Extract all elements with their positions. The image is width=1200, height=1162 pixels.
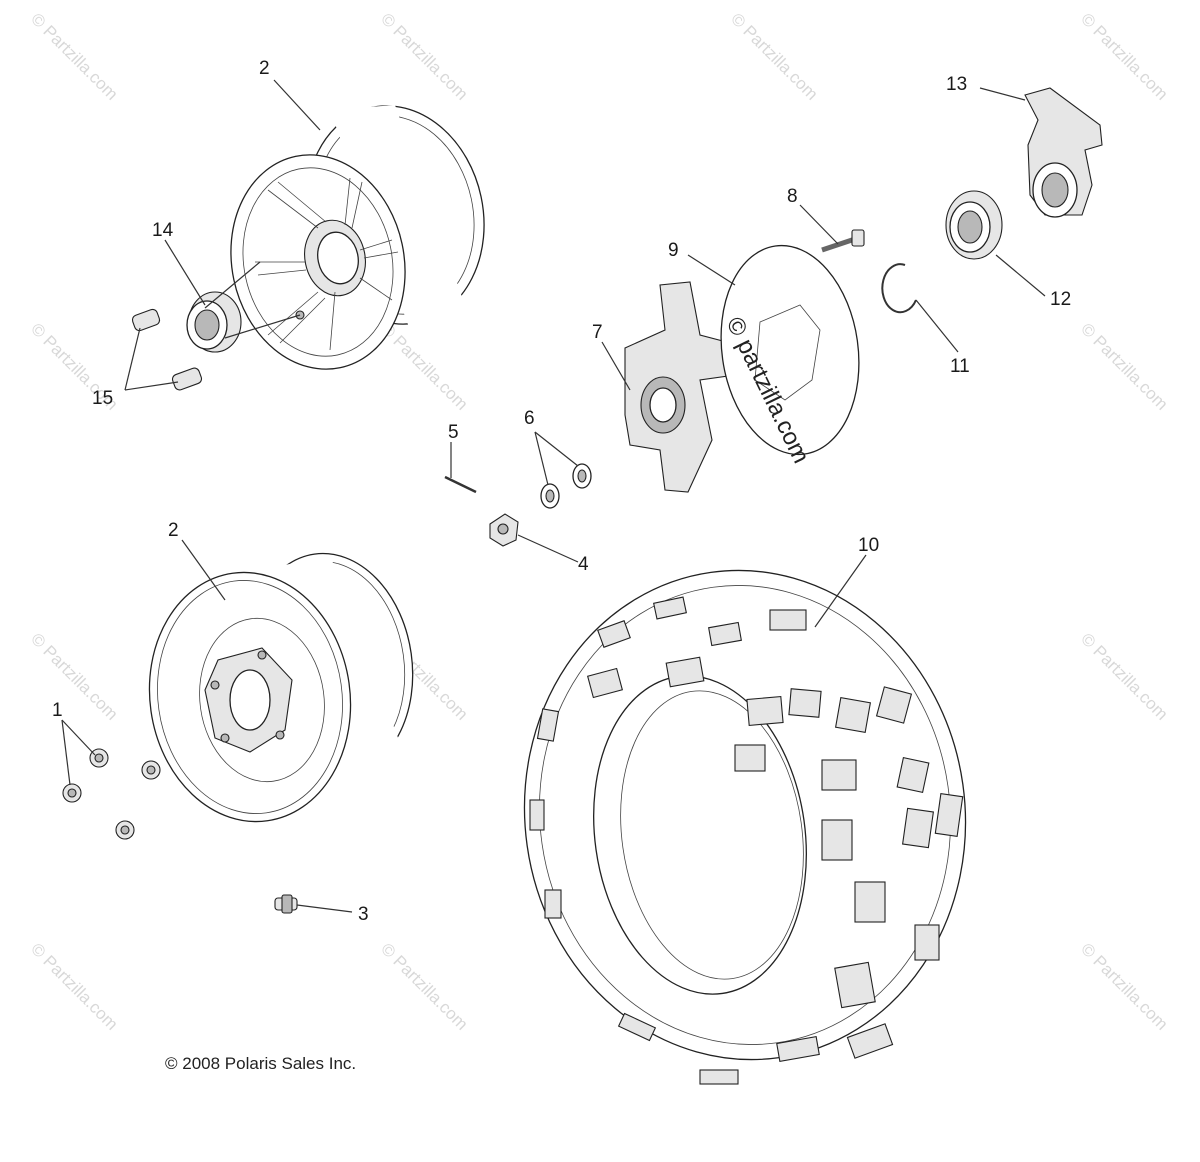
callout-2-top: 2 — [259, 58, 270, 79]
callout-9: 9 — [668, 240, 679, 261]
callouts: 2 14 15 2 1 3 5 6 4 7 9 8 10 11 12 13 — [52, 58, 1071, 925]
bolt — [821, 229, 865, 253]
cotter-pin — [444, 475, 477, 494]
callout-6: 6 — [524, 408, 535, 429]
lug-nuts — [62, 748, 161, 840]
copyright-text: © 2008 Polaris Sales Inc. — [165, 1054, 356, 1073]
cast-wheel-top — [230, 105, 485, 370]
watermark: © Partzilla.com — [1077, 629, 1171, 723]
callout-8: 8 — [787, 186, 798, 207]
callout-11: 11 — [950, 356, 970, 377]
brake-disc: © partzilla.com — [720, 244, 860, 468]
callout-7: 7 — [592, 322, 603, 343]
tire — [523, 569, 967, 1085]
hub — [624, 281, 739, 493]
callout-10: 10 — [858, 535, 879, 556]
watermark: © Partzilla.com — [727, 9, 821, 103]
washers — [540, 463, 592, 509]
callout-15: 15 — [92, 388, 113, 409]
watermark: © Partzilla.com — [377, 9, 471, 103]
callout-3: 3 — [358, 904, 369, 925]
callout-4: 4 — [578, 554, 589, 575]
callout-14: 14 — [152, 220, 174, 241]
callout-2-bottom: 2 — [168, 520, 179, 541]
watermark: © Partzilla.com — [377, 319, 471, 413]
watermark: © Partzilla.com — [1077, 939, 1171, 1033]
leader-lines — [61, 79, 1046, 913]
watermark: © Partzilla.com — [377, 939, 471, 1033]
callout-1: 1 — [52, 700, 63, 721]
center-cap — [186, 291, 242, 353]
callout-5: 5 — [448, 422, 459, 443]
valve-stems — [131, 308, 203, 391]
callout-13: 13 — [946, 74, 967, 95]
watermark: © Partzilla.com — [27, 939, 121, 1033]
wheel-stud — [274, 894, 298, 914]
watermark: © Partzilla.com — [27, 629, 121, 723]
snap-ring — [881, 263, 917, 314]
steel-wheel-bottom — [148, 552, 414, 823]
bearing — [945, 190, 1003, 260]
watermark: © Partzilla.com — [1077, 319, 1171, 413]
callout-12: 12 — [1050, 289, 1071, 310]
watermark: © Partzilla.com — [27, 9, 121, 103]
castle-nut — [489, 513, 519, 547]
steering-knuckle — [1024, 87, 1103, 218]
watermark: © Partzilla.com — [1077, 9, 1171, 103]
